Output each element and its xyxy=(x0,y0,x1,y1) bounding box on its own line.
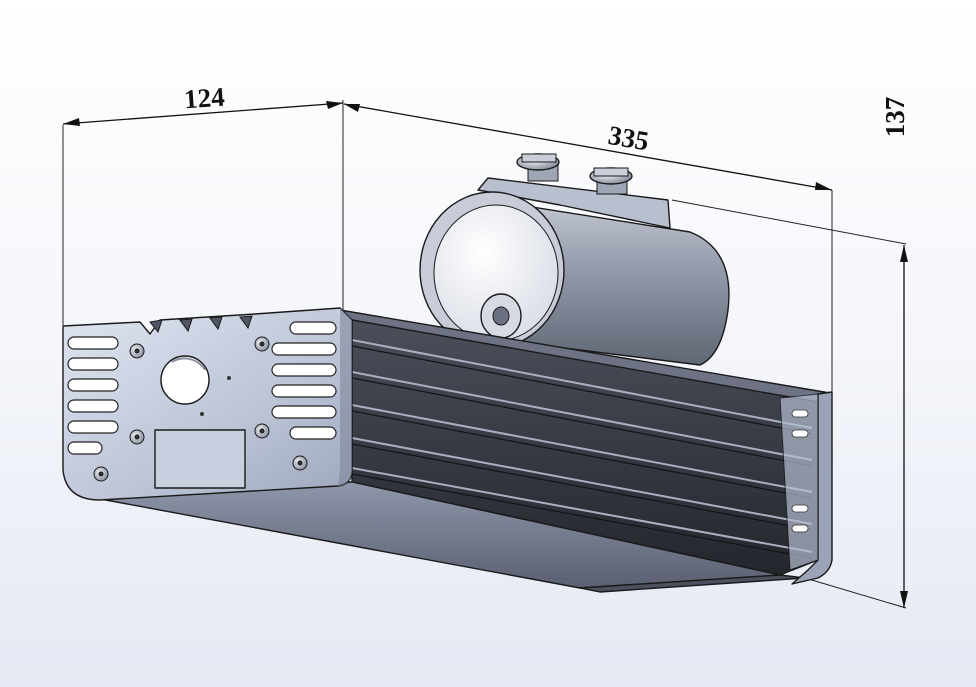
bolt-left xyxy=(516,153,560,182)
label-plate xyxy=(154,429,246,489)
plate-screws xyxy=(93,336,308,482)
dimension-length-label: 335 xyxy=(606,120,651,157)
bolt-right xyxy=(589,167,633,195)
dimension-length: 335 xyxy=(343,103,833,395)
dimension-width: 124 xyxy=(62,82,344,325)
cable-entry-hole xyxy=(160,355,210,405)
left-vent-slots xyxy=(67,336,119,455)
mount-cylinder xyxy=(419,153,730,366)
dimension-width-label: 124 xyxy=(183,82,225,115)
dimension-height-label: 137 xyxy=(880,97,910,138)
right-vent-slots xyxy=(271,321,337,440)
heatsink-body xyxy=(94,309,833,593)
front-end-plate xyxy=(62,307,353,501)
dimension-height: 137 xyxy=(671,97,910,609)
